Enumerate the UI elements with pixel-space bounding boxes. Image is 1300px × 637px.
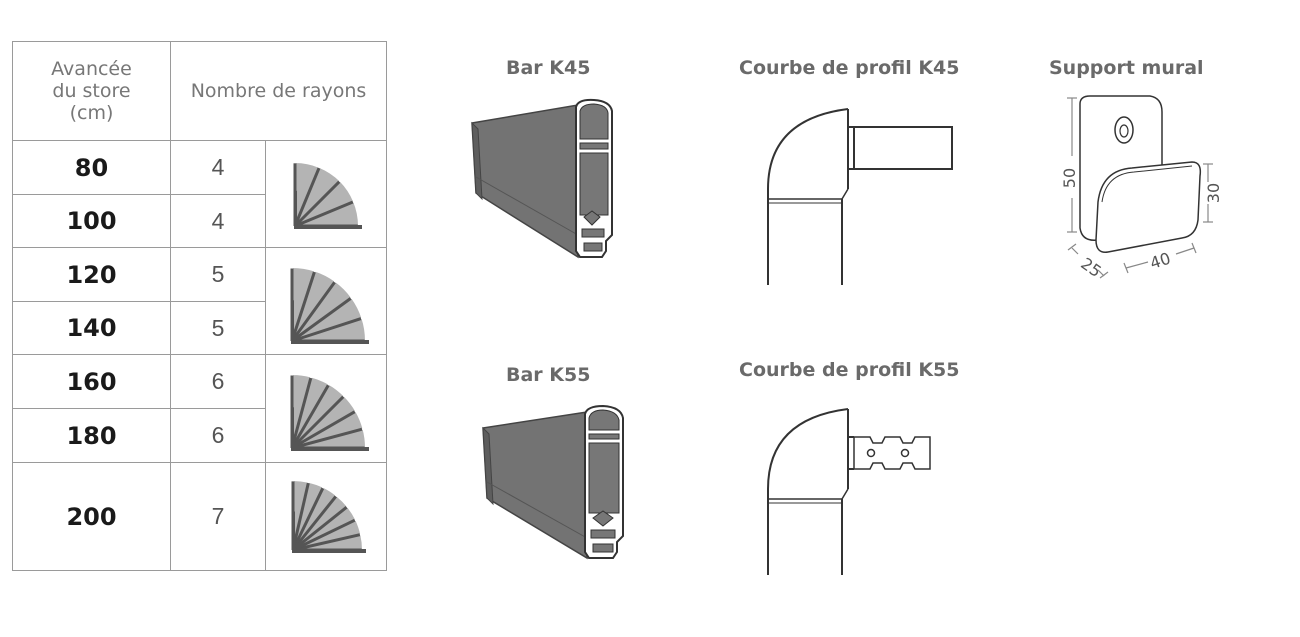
column-divider (170, 42, 171, 570)
distance-cell: 100 (66, 207, 117, 235)
header-distance: Avancée du store (cm) (13, 42, 170, 140)
distance-cell: 180 (66, 421, 117, 450)
rays-cell: 4 (211, 207, 225, 234)
fan-arm-icon (290, 372, 369, 451)
bar-k45-drawing (471, 98, 613, 259)
header-rays: Nombre de rayons (190, 80, 367, 102)
dimension-depth: 30 (1204, 183, 1223, 203)
distance-cell: 140 (66, 314, 117, 342)
rays-cell: 5 (211, 261, 225, 287)
header-distance-line: du store (52, 80, 131, 102)
row-divider (13, 247, 386, 248)
rays-cell: 7 (211, 503, 225, 529)
column-divider (265, 140, 266, 570)
dimension-height: 50 (1060, 168, 1079, 188)
bar-k45-title: Bar K45 (506, 57, 591, 79)
row-divider (13, 194, 265, 195)
header-distance-line: (cm) (69, 102, 114, 124)
distance-cell: 120 (66, 260, 117, 289)
bar-k55-drawing (482, 404, 624, 560)
fan-arm-icon (290, 265, 369, 344)
rays-cell: 6 (211, 422, 225, 448)
curve-k45-drawing (767, 108, 953, 285)
row-divider (13, 354, 386, 355)
fan-arm-icon (293, 160, 362, 229)
spec-table: Avancée du store (cm) Nombre de rayons 8… (12, 41, 387, 571)
distance-cell: 200 (66, 502, 117, 531)
row-divider (13, 140, 386, 141)
dimension-width: 40 (1148, 249, 1173, 273)
fan-arm-icon (291, 478, 366, 553)
wall-support-title: Support mural (1049, 57, 1204, 79)
row-divider (13, 408, 265, 409)
bar-k55-title: Bar K55 (506, 364, 591, 386)
header-distance-line: Avancée (51, 58, 132, 80)
curve-k55-title: Courbe de profil K55 (739, 359, 960, 381)
distance-cell: 160 (66, 367, 117, 396)
curve-k45-title: Courbe de profil K45 (739, 57, 960, 79)
rays-cell: 4 (211, 154, 225, 180)
curve-k55-drawing (767, 408, 931, 575)
row-divider (13, 301, 265, 302)
rays-cell: 6 (211, 368, 225, 394)
rays-cell: 5 (211, 314, 225, 341)
row-divider (13, 462, 386, 463)
wall-support-drawing: 50 30 40 25 (1060, 95, 1223, 281)
distance-cell: 80 (74, 153, 109, 182)
